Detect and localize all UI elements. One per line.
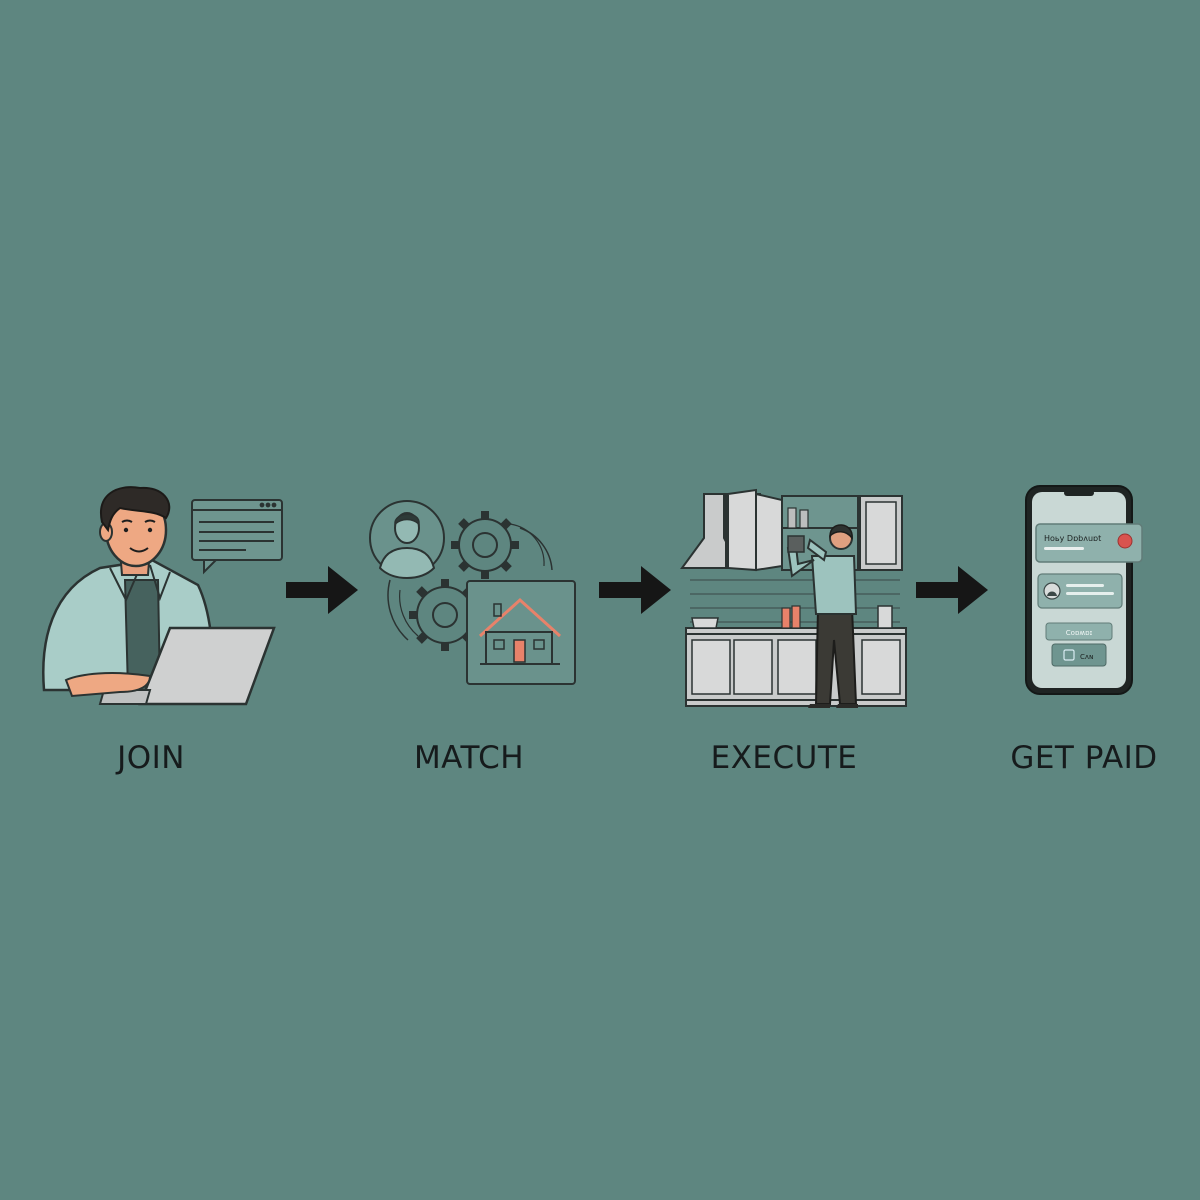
- phone-button-label[interactable]: Coɒʍɒɪ: [1066, 629, 1093, 637]
- house-icon: [466, 580, 576, 685]
- step-label-get-paid: GET PAID: [1010, 740, 1158, 776]
- match-gears-house-icon: [369, 500, 576, 685]
- step-get-paid: Hoьу Dɒbʌuɒt Coɒʍɒɪ Cʌɴ GET PAID: [960, 0, 1200, 776]
- user-avatar-icon: [369, 500, 445, 580]
- step-label-join: JOIN: [117, 740, 185, 776]
- person-laptop-icon: [42, 486, 283, 706]
- gear-icon: [451, 511, 519, 579]
- arrow-right-icon: [916, 566, 988, 614]
- worker-figure: [786, 524, 858, 708]
- chat-bubble-icon: [191, 499, 283, 575]
- step-execute: EXECUTE: [670, 0, 920, 776]
- step-join: JOIN: [0, 0, 300, 776]
- arrow-right-icon: [286, 566, 358, 614]
- phone-payment-icon: Hoьу Dɒbʌuɒt Coɒʍɒɪ Cʌɴ: [1025, 485, 1143, 695]
- notification-title: Hoьу Dɒbʌuɒt: [1044, 534, 1101, 543]
- kitchen-worker-icon: [680, 488, 907, 708]
- step-match: MATCH: [360, 0, 600, 776]
- pay-label[interactable]: Cʌɴ: [1080, 653, 1093, 661]
- step-label-match: MATCH: [413, 740, 525, 776]
- step-label-execute: EXECUTE: [710, 740, 858, 776]
- arrow-right-icon: [599, 566, 671, 614]
